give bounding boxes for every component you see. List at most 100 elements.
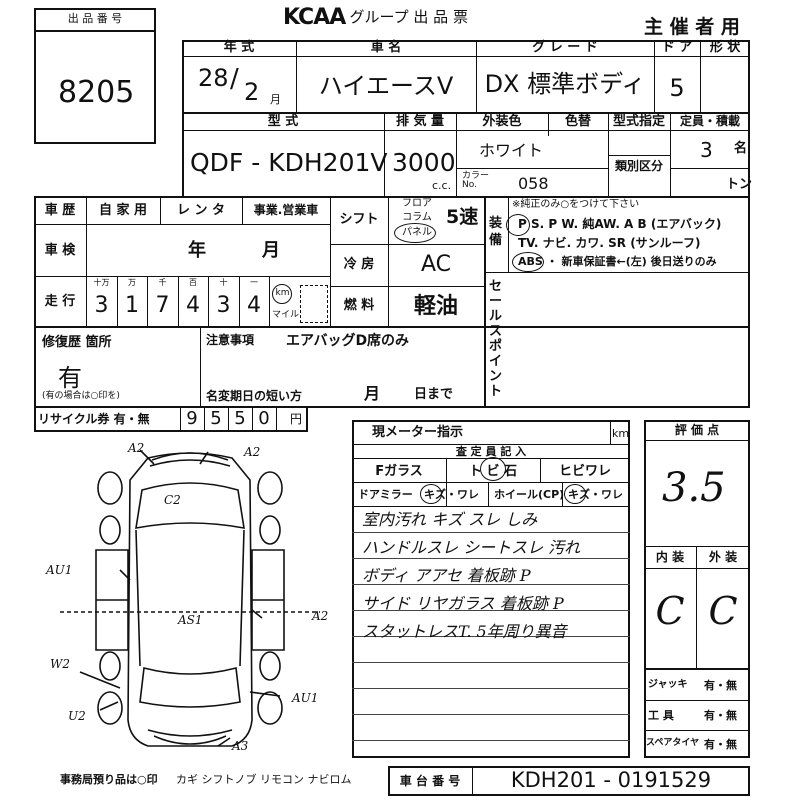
handwritten-note: 室内汚れ キズ スレ しみ [362, 510, 538, 529]
digit-label: 万 [128, 278, 136, 287]
car-name: ハイエースV [318, 72, 454, 100]
mileage-digit: 3 [216, 293, 231, 318]
jack-label: ジャッキ [648, 679, 688, 690]
equipment-line-1: P S. P W. 純AW. A B (エアバック) [518, 217, 722, 231]
km-label: km [275, 288, 290, 298]
windshield [135, 482, 245, 529]
recycle-digit: 5 [234, 408, 246, 429]
repair-history-label: 修復歴 箇所 [42, 335, 112, 350]
score-label: 評 価 点 [674, 423, 720, 437]
mile-box [300, 285, 328, 323]
wheel-back-right [257, 691, 283, 725]
damage-mark: AS1 [177, 613, 203, 627]
exterior-color-value: ホワイト [478, 141, 543, 160]
slash: / [230, 64, 239, 94]
shift-speed: 5速 [446, 206, 479, 228]
fuel-value: 軽油 [413, 294, 458, 319]
shift-floor: フロア [402, 198, 432, 209]
model-value: QDF - KDH201V [190, 148, 388, 177]
classification-label: 類別区分 [614, 159, 663, 173]
equipment-note: ※純正のみ○をつけて下さい [512, 199, 640, 210]
grade-value: DX 標準ボディ [484, 70, 646, 98]
digit-label: 百 [189, 278, 197, 287]
digit-label: 十万 [93, 278, 110, 287]
office-items: カギ シフトノブ リモコン ナビロム [176, 773, 352, 786]
history-label: 車 歴 [44, 203, 76, 218]
damage-mark: W2 [50, 657, 70, 671]
chip-circle [480, 457, 506, 481]
recycle-box [34, 406, 308, 432]
spare-label: スペアタイヤ [646, 738, 700, 748]
mileage-digit: 3 [94, 293, 109, 318]
year-label: 年 式 [223, 40, 255, 55]
shape-label: 形 状 [709, 40, 741, 55]
wheel-back-left [97, 691, 123, 725]
damage-mark: C2 [164, 493, 181, 507]
name-change-day: 日まで [414, 387, 454, 402]
mileage-digit: 1 [125, 293, 139, 318]
ac-value: AC [420, 252, 452, 277]
car-name-label: 車 名 [370, 40, 402, 55]
recycle-digit: 9 [186, 408, 198, 429]
displacement-value: 3000 [392, 148, 456, 177]
color-no-label: カラー No. [462, 171, 490, 190]
wheel-mid-left [99, 515, 121, 545]
rear-bumper [147, 729, 233, 737]
name-change-label: 名変期日の短い方 [206, 389, 303, 403]
car-diagram: A2 A2 C2 AU1 A2 AS1 W2 U2 AU1 A3 [45, 441, 328, 753]
mirror-circle [420, 484, 442, 504]
digit-label: 千 [158, 278, 167, 287]
capacity-value: 3 [700, 138, 713, 162]
mileage-label: 走 行 [44, 294, 76, 309]
wheel-front-right [257, 471, 283, 505]
wheel-rear-left [99, 651, 121, 681]
cc-unit: c.c. [432, 179, 452, 192]
private-use: 自 家 用 [98, 203, 148, 218]
wheel-label: ホイール(CP) [494, 488, 565, 501]
ac-label: 冷 房 [343, 257, 375, 272]
chassis-box [388, 766, 750, 796]
equipment-line-3: ABS ・ 新車保証書←(左) 後日送りのみ [518, 255, 717, 268]
year-value: 28 [198, 64, 229, 92]
wheel-rear-right [259, 651, 281, 681]
exterior-label: 外 装 [708, 550, 738, 564]
glass-crack: ヒビワレ [558, 464, 611, 479]
month-unit: 月 [270, 93, 281, 106]
front-bumper [149, 459, 231, 467]
mirror-label: ドアミラー [358, 488, 413, 501]
tools-value: 有・無 [704, 709, 737, 722]
mileage-digit: 4 [186, 293, 200, 318]
shift-column: コラム [402, 212, 432, 223]
wheel-circle [564, 484, 586, 504]
recycle-digit: 5 [210, 408, 222, 429]
km-circle [272, 284, 292, 304]
chassis-number: KDH201 - 0191529 [510, 768, 712, 792]
spare-value: 有・無 [704, 738, 737, 751]
damage-mark: A3 [231, 739, 249, 753]
form-title: . グループ 出 品 票 [340, 8, 468, 26]
interior-label: 内 装 [655, 550, 685, 564]
interior-value: C [655, 589, 685, 633]
digit-label: 十 [219, 278, 228, 287]
digit-label: 一 [250, 278, 258, 287]
glass-f: Fガラス [375, 464, 423, 479]
equipment-label: 装備 [489, 216, 503, 248]
name-change-month: 月 [364, 384, 381, 403]
inspection-box [352, 420, 630, 758]
model-label: 型 式 [267, 114, 299, 129]
damage-mark: A2 [127, 441, 144, 455]
lot-number: 8205 [58, 75, 135, 110]
mileage-digit: 4 [247, 293, 261, 318]
notes-value: エアバッグD席のみ [286, 333, 410, 349]
jack-value: 有・無 [704, 679, 737, 692]
equipment-line-2: TV. ナビ. カワ. SR (サンルーフ) [518, 236, 701, 250]
rear-window [139, 666, 241, 708]
capacity-unit: 名 [734, 141, 748, 156]
lot-number-label: 出 品 番 号 [67, 12, 123, 25]
inspector-label: 査 定 員 記 入 [455, 445, 527, 458]
color-no-value: 058 [518, 174, 549, 193]
panel-circle [394, 223, 436, 243]
handwritten-note: スタットレスT. 5年周り異音 [362, 622, 567, 641]
score-box [644, 420, 750, 758]
doors-label: ド ア [661, 40, 693, 55]
